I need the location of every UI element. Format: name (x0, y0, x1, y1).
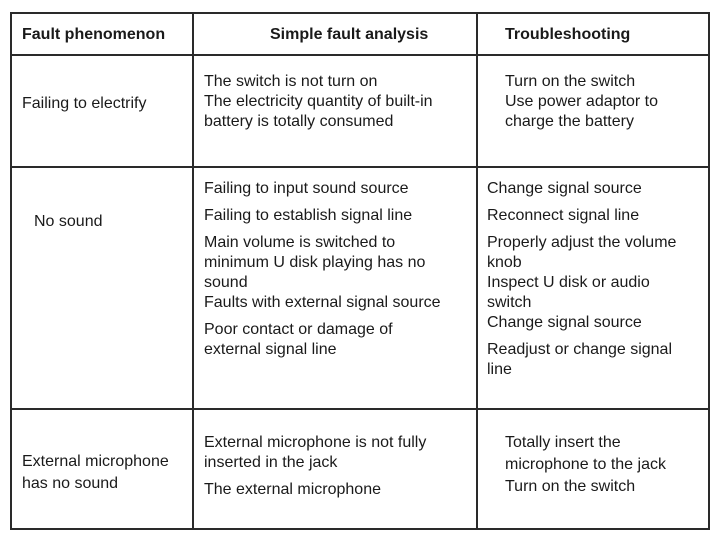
table-cell-line: has no sound (22, 475, 119, 492)
table-cell-line: inserted in the jack (204, 454, 338, 471)
table-cell-line: Readjust or change signal (487, 341, 673, 358)
fault-table: Fault phenomenon Simple fault analysis T… (10, 12, 710, 530)
table-cell-line: switch (487, 294, 532, 311)
row-divider-2 (12, 408, 708, 410)
table-cell-line: minimum U disk playing has no (204, 254, 426, 271)
table-cell-line: Inspect U disk or audio (487, 274, 650, 291)
table-cell-line: Reconnect signal line (487, 207, 640, 224)
row3-phenomenon: External microphone has no sound (22, 452, 169, 494)
table-cell-line: Turn on the switch (505, 73, 636, 90)
table-cell-line: Failing to input sound source (204, 180, 409, 197)
column-divider-2 (476, 14, 478, 528)
table-cell-line: Faults with external signal source (204, 294, 441, 311)
column-divider-1 (192, 14, 194, 528)
table-cell-line: Turn on the switch (505, 478, 636, 495)
table-cell-line: battery is totally consumed (204, 113, 394, 130)
table-cell-line: External microphone (22, 453, 169, 470)
table-cell-line: sound (204, 274, 248, 291)
header-troubleshooting: Troubleshooting (505, 26, 631, 43)
row1-analysis: The switch is not turn on The electricit… (204, 72, 433, 132)
table-cell-line: Properly adjust the volume (487, 234, 677, 251)
table-cell-line: line (487, 361, 512, 378)
table-cell-line: External microphone is not fully (204, 434, 427, 451)
table-cell-line: Totally insert the (505, 434, 621, 451)
header-divider (12, 54, 708, 56)
table-cell-line: Main volume is switched to (204, 234, 396, 251)
table-cell-line: Use power adaptor to (505, 93, 658, 110)
table-cell-line: external signal line (204, 341, 337, 358)
table-cell-line: Change signal source (487, 180, 642, 197)
row1-phenomenon: Failing to electrify (22, 94, 147, 114)
table-cell-line: Failing to electrify (22, 95, 147, 112)
row2-troubleshooting: Change signal source Reconnect signal li… (487, 179, 676, 380)
header-fault-phenomenon: Fault phenomenon (22, 26, 166, 43)
table-cell-line: No sound (34, 213, 103, 230)
table-cell-line: knob (487, 254, 522, 271)
table-cell-line: Change signal source (487, 314, 642, 331)
table-cell-line: The external microphone (204, 481, 381, 498)
table-cell-line: The switch is not turn on (204, 73, 378, 90)
row-divider-1 (12, 166, 708, 168)
row2-analysis: Failing to input sound source Failing to… (204, 179, 441, 360)
table-cell-line: Failing to establish signal line (204, 207, 413, 224)
table-cell-line: Poor contact or damage of (204, 321, 393, 338)
row2-phenomenon: No sound (34, 212, 103, 232)
row3-analysis: External microphone is not fully inserte… (204, 433, 426, 500)
header-simple-fault-analysis: Simple fault analysis (270, 26, 429, 43)
row3-troubleshooting: Totally insert the microphone to the jac… (505, 433, 666, 497)
row1-troubleshooting: Turn on the switch Use power adaptor to … (505, 72, 658, 132)
table-cell-line: The electricity quantity of built-in (204, 93, 433, 110)
table-cell-line: charge the battery (505, 113, 634, 130)
table-cell-line: microphone to the jack (505, 456, 666, 473)
